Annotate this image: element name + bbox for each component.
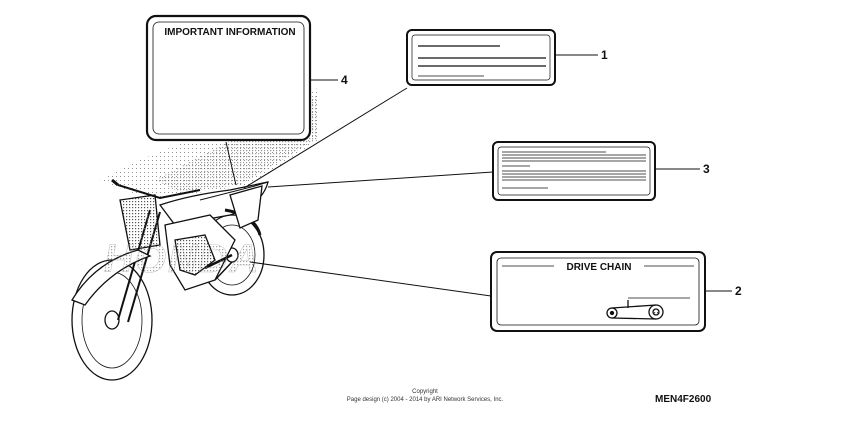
label-3[interactable] bbox=[492, 141, 656, 201]
copyright-notice: Copyright Page design (c) 2004 - 2014 by… bbox=[300, 388, 550, 404]
copyright-title: Copyright bbox=[412, 389, 438, 395]
label-drive-chain[interactable]: DRIVE CHAIN bbox=[490, 251, 706, 332]
label-1[interactable] bbox=[406, 29, 556, 86]
callout-1: 1 bbox=[601, 48, 608, 62]
callout-4: 4 bbox=[341, 73, 348, 87]
important-information-title: IMPORTANT INFORMATION bbox=[164, 27, 295, 38]
motorcycle-illustration bbox=[71, 178, 269, 381]
drive-chain-title: DRIVE CHAIN bbox=[566, 262, 631, 273]
copyright-line: Page design (c) 2004 - 2014 by ARI Netwo… bbox=[346, 397, 504, 403]
callout-2: 2 bbox=[735, 284, 742, 298]
drive-chain-icon bbox=[606, 297, 690, 320]
pointer-line-2 bbox=[249, 261, 492, 297]
label-important-information[interactable]: IMPORTANT INFORMATION bbox=[145, 14, 312, 142]
callout-3: 3 bbox=[703, 162, 710, 176]
brand-watermark: HONDA bbox=[104, 237, 261, 281]
diagram-code: MEN4F2600 bbox=[655, 394, 712, 405]
pointer-line-3 bbox=[267, 171, 494, 188]
pointer-line-1 bbox=[243, 87, 408, 189]
pointer-line-4 bbox=[225, 141, 237, 186]
